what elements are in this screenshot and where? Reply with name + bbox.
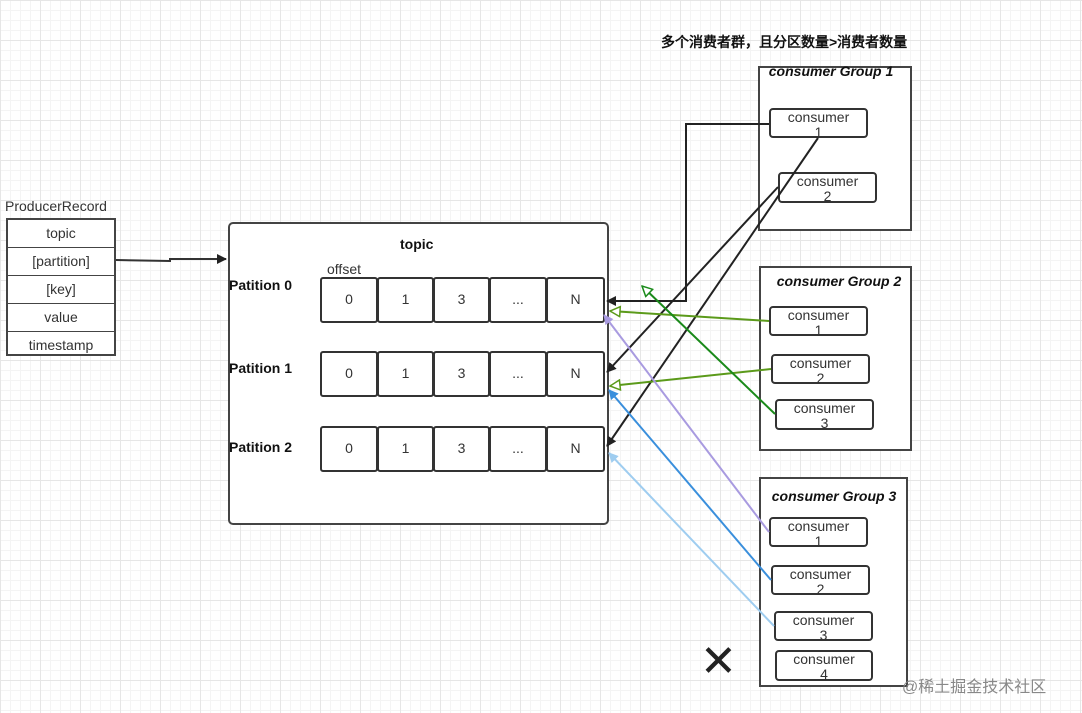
consumer-number: 4 [820, 666, 828, 682]
partition-1-cell: N [546, 351, 605, 397]
producer-field-timestamp: timestamp [28, 337, 94, 353]
group-2-consumer-3: consumer 3 [775, 399, 874, 431]
partition-2-cell: 3 [433, 426, 490, 472]
partition-2-cell: 1 [377, 426, 434, 472]
producer-field-value: value [8, 304, 114, 332]
group-2-consumer-2: consumer 2 [771, 354, 870, 386]
group-3-consumer-4: consumer 4 [775, 650, 873, 682]
producer-field-topic: topic [8, 220, 114, 248]
partition-0-cell: ... [489, 277, 547, 323]
consumer-number: 1 [814, 124, 823, 140]
consumer-group-1 [758, 66, 912, 231]
consumer-number: 2 [823, 188, 832, 204]
consumer-group-1-title: consumer Group 1 [768, 63, 894, 79]
partition-1-row: 0 1 3 ... N [320, 351, 605, 397]
consumer-label: consumer [789, 566, 852, 582]
g1-consumer1-to-partition0-arrow [606, 123, 769, 306]
producer-field-key: [key] [8, 276, 114, 304]
consumer-group-2-title: consumer Group 2 [776, 273, 902, 289]
group-2-consumer-1: consumer 1 [769, 306, 868, 338]
partition-0-cell: N [546, 277, 605, 323]
g3-consumer1-to-partition0-arrow [603, 314, 770, 533]
g2-consumer1-to-partition0-arrow [610, 311, 770, 322]
group-1-consumer-2: consumer 2 [778, 172, 877, 204]
producer-record-table: topic [partition] [key] value timestamp [6, 218, 116, 356]
consumer-label: consumer [789, 355, 852, 371]
producer-field-partition: [partition] [8, 248, 114, 276]
g2-consumer3-to-topic-arrow [642, 286, 776, 415]
g1-consumer2-to-partition1-arrow [606, 186, 779, 373]
group-3-consumer-3: consumer 3 [774, 611, 873, 643]
partition-1-cell: 0 [320, 351, 378, 397]
group-3-consumer-2: consumer 2 [771, 565, 870, 597]
partition-2-cell: N [546, 426, 605, 472]
partition-2-row: 0 1 3 ... N [320, 426, 605, 472]
consumer-label: consumer [793, 400, 856, 416]
partition-1-cell: 3 [433, 351, 490, 397]
consumer-number: 2 [816, 370, 825, 386]
diagram-title: 多个消费者群，且分区数量>消费者数量 [661, 34, 908, 50]
watermark: @稀土掘金技术社区 [902, 679, 1047, 696]
g3-consumer2-to-partition1-arrow [608, 389, 772, 581]
consumer-label: consumer [787, 307, 850, 323]
partition-1-cell: ... [489, 351, 547, 397]
consumer-label: consumer [792, 612, 855, 628]
consumer-label: consumer [793, 651, 855, 667]
cross-icon: ✕ [700, 637, 737, 686]
consumer-number: 1 [814, 533, 823, 549]
producer-to-topic-arrow [115, 254, 227, 264]
consumer-number: 3 [820, 415, 829, 431]
consumer-label: consumer [787, 518, 850, 534]
partition-0-row: 0 1 3 ... N [320, 277, 605, 323]
group-1-consumer-1: consumer 1 [769, 108, 868, 140]
g2-consumer2-to-partition1-arrow [610, 368, 772, 386]
group-3-consumer-1: consumer 1 [769, 517, 868, 549]
offset-label: offset [327, 261, 361, 277]
producer-record-title: ProducerRecord [5, 198, 107, 214]
consumer-number: 3 [819, 627, 828, 643]
partition-0-cell: 0 [320, 277, 378, 323]
partition-1-label: Patition 1 [229, 360, 293, 376]
consumer-label: consumer [787, 109, 850, 125]
topic-title: topic [400, 236, 434, 252]
consumer-label: consumer [796, 173, 859, 189]
consumer-number: 1 [814, 322, 823, 338]
partition-0-cell: 3 [433, 277, 490, 323]
partition-0-label: Patition 0 [229, 277, 293, 293]
partition-2-cell: 0 [320, 426, 378, 472]
partition-1-cell: 1 [377, 351, 434, 397]
partition-2-label: Patition 2 [229, 439, 293, 455]
g3-consumer3-to-partition2-arrow [608, 452, 775, 627]
consumer-number: 2 [816, 581, 825, 597]
consumer-group-3-title: consumer Group 3 [771, 488, 897, 504]
partition-0-cell: 1 [377, 277, 434, 323]
partition-2-cell: ... [489, 426, 547, 472]
